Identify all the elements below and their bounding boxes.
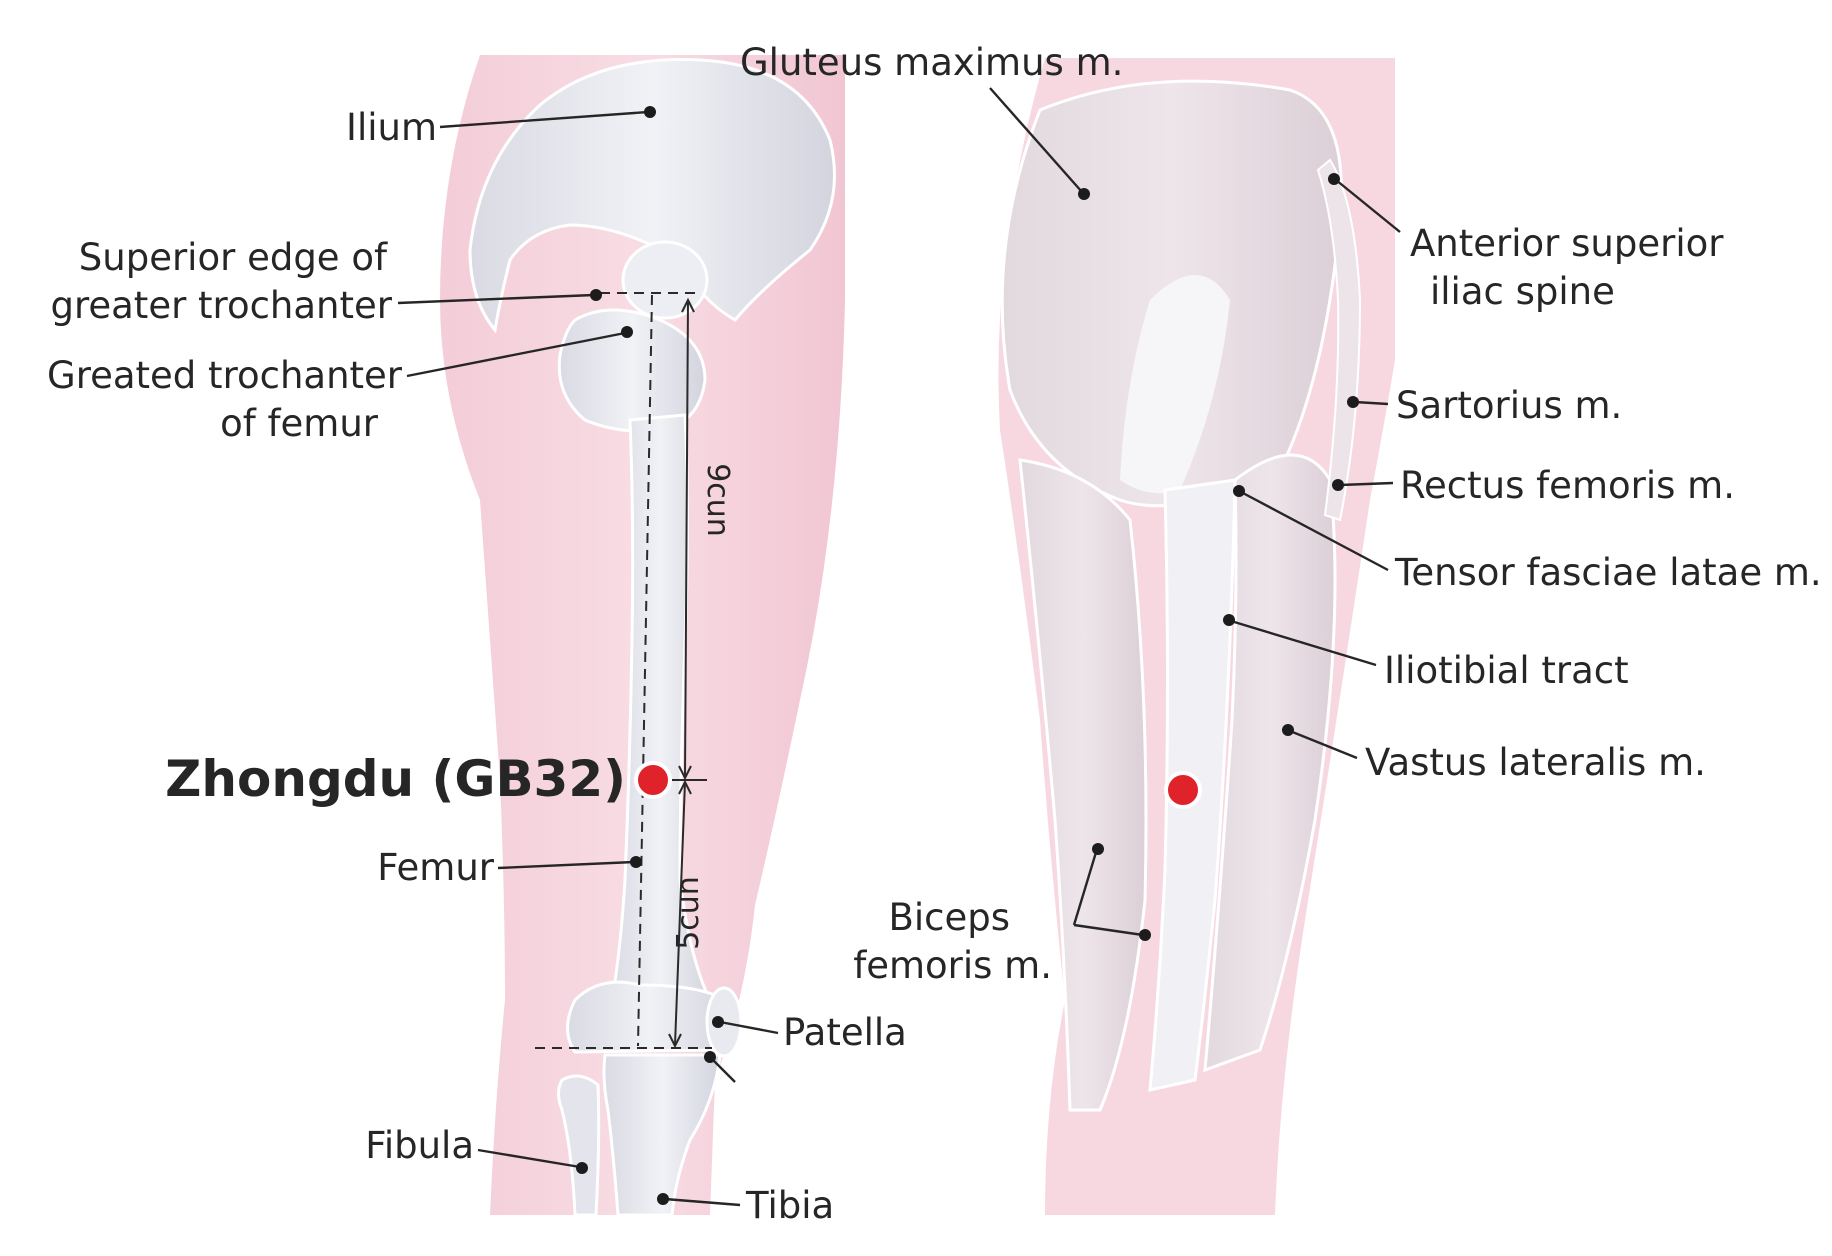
label-gluteus-maximus: Gluteus maximus m.	[740, 41, 1123, 84]
label-vastus-lateralis: Vastus lateralis m.	[1365, 741, 1706, 784]
right-leg-figure	[998, 58, 1395, 1215]
label-asis-1: Anterior superior	[1410, 222, 1724, 265]
label-superior-edge-2: greater trochanter	[50, 284, 392, 327]
right-labels: Gluteus maximus m. Anterior superior ili…	[740, 41, 1822, 987]
lower-measure-line	[674, 781, 686, 1046]
lower-arrow-bottom	[668, 1033, 682, 1049]
label-biceps-2: femoris m.	[853, 944, 1052, 987]
label-sartorius: Sartorius m.	[1396, 384, 1622, 427]
label-superior-edge-1: Superior edge of	[79, 236, 388, 279]
label-tensor-fasciae: Tensor fasciae latae m.	[1394, 551, 1822, 594]
label-asis-2: iliac spine	[1430, 270, 1615, 313]
label-femur: Femur	[377, 846, 495, 889]
upper-arrow-bottom	[678, 765, 692, 781]
tibia-bone	[602, 1053, 722, 1217]
label-patella: Patella	[783, 1011, 907, 1054]
biceps-femoris-muscle	[1018, 458, 1148, 1112]
left-leg-figure	[440, 55, 845, 1217]
upper-measure-label: 9cun	[700, 463, 735, 537]
label-fibula: Fibula	[365, 1124, 474, 1167]
label-iliotibial: Iliotibial tract	[1384, 649, 1629, 692]
measurement-guides: 9cun 5cun	[535, 292, 735, 1049]
label-biceps-1: Biceps	[888, 896, 1010, 939]
label-greated-trochanter-1: Greated trochanter	[47, 354, 403, 397]
fibula-bone	[557, 1074, 601, 1217]
upper-measure-line	[684, 299, 689, 779]
femoral-head	[621, 240, 709, 320]
upper-arrow-top	[681, 297, 695, 313]
label-ilium: Ilium	[346, 106, 437, 149]
left-labels: Ilium Superior edge of greater trochante…	[47, 106, 907, 1227]
vertical-dashline	[637, 294, 653, 1047]
label-tibia: Tibia	[745, 1184, 834, 1227]
acupoint-left	[634, 761, 672, 799]
acupoint-right	[1164, 771, 1202, 809]
acupoint-title: Zhongdu (GB32)	[165, 750, 626, 808]
lower-measure-label: 5cun	[671, 876, 706, 950]
sartorius-band	[1316, 158, 1362, 522]
label-greated-trochanter-2: of femur	[220, 402, 379, 445]
lower-arrow-top	[678, 779, 692, 795]
gluteus-tendon-highlight	[1120, 275, 1230, 494]
label-rectus-femoris: Rectus femoris m.	[1400, 464, 1735, 507]
